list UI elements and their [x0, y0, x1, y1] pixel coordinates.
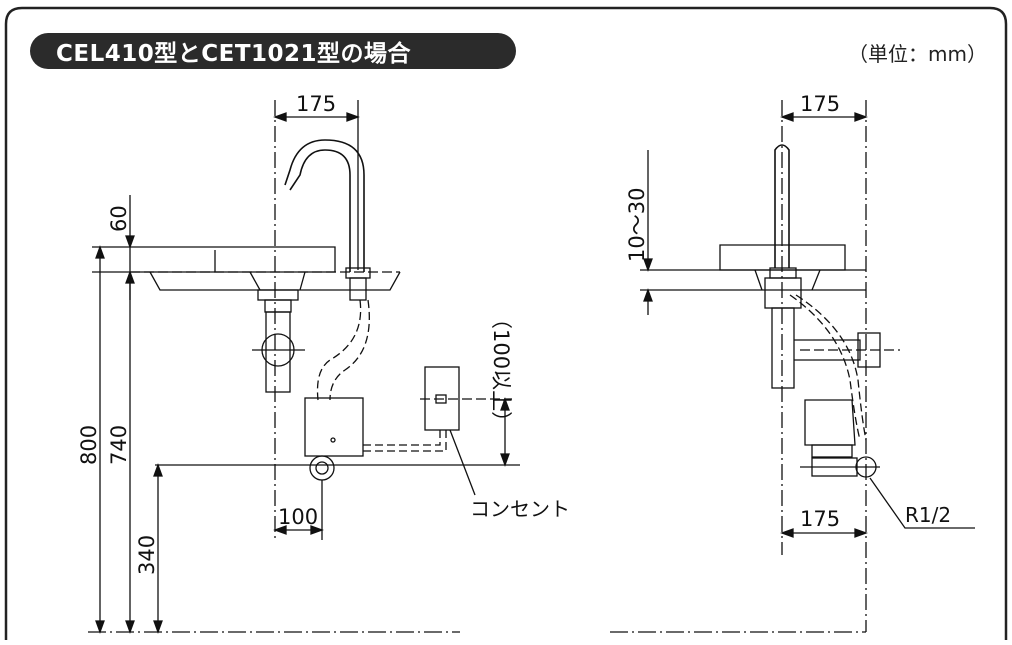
outlet-label: コンセント: [470, 497, 570, 521]
dim-60: 60: [107, 205, 131, 232]
dim-175-left: 175: [296, 92, 336, 116]
r12-label: R1/2: [905, 503, 951, 527]
dim-10-30: 10〜30: [625, 188, 649, 262]
title-badge: CEL410型とCET1021型の場合: [30, 33, 516, 69]
right-view: [610, 100, 975, 633]
basin-top: [129, 246, 336, 273]
dim-100-left: 100: [278, 505, 318, 529]
dim-340: 340: [135, 535, 159, 575]
outer-border: [4, 6, 1008, 640]
unit-note: （単位：mm）: [848, 42, 987, 66]
dim-740: 740: [107, 425, 131, 465]
dim-175-right-top: 175: [800, 92, 840, 116]
left-view: [88, 100, 520, 634]
dim-175-right-bottom: 175: [800, 507, 840, 531]
dim-800: 800: [77, 425, 101, 465]
dim-100-above: （100以上）: [489, 308, 513, 432]
title-text: CEL410型とCET1021型の場合: [56, 41, 412, 67]
